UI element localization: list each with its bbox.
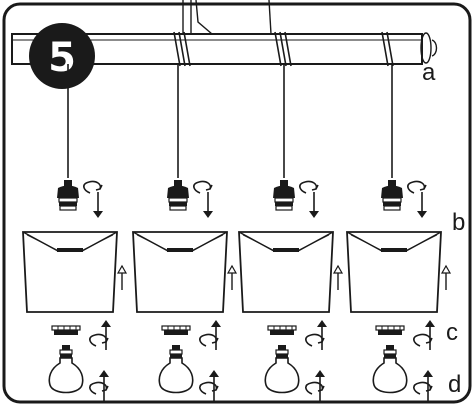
pendant-column xyxy=(238,64,344,402)
pendant-column xyxy=(346,64,452,402)
up-arrow-icon xyxy=(209,370,219,402)
up-arrow-icon xyxy=(116,264,128,290)
ring-icon xyxy=(267,325,297,336)
pendant-group xyxy=(22,64,452,402)
ring-icon xyxy=(161,325,191,336)
pendant-column xyxy=(132,64,238,402)
cable-wraps xyxy=(173,31,394,67)
up-arrow-icon xyxy=(332,264,344,290)
step-number: 5 xyxy=(48,35,76,81)
step-badge: 5 xyxy=(29,23,95,89)
pendant-column xyxy=(22,64,128,402)
suspension-wires xyxy=(182,0,272,35)
label-b: b xyxy=(452,209,465,236)
down-arrow-icon xyxy=(93,192,103,218)
lampshade-icon xyxy=(346,231,442,313)
lampshade-icon xyxy=(238,231,334,313)
up-arrow-icon xyxy=(226,264,238,290)
up-arrow-icon xyxy=(101,320,111,350)
label-c: c xyxy=(446,319,458,346)
up-arrow-icon xyxy=(317,320,327,350)
up-arrow-icon xyxy=(315,370,325,402)
up-arrow-icon xyxy=(99,370,109,402)
down-arrow-icon xyxy=(203,192,213,218)
down-arrow-icon xyxy=(309,192,319,218)
label-a: a xyxy=(422,59,436,86)
up-arrow-icon xyxy=(211,320,221,350)
lampshade-icon xyxy=(22,231,118,313)
up-arrow-icon xyxy=(423,370,433,402)
ring-icon xyxy=(51,325,81,336)
ring-icon xyxy=(375,325,405,336)
label-d: d xyxy=(448,371,461,398)
up-arrow-icon xyxy=(425,320,435,350)
end-cap-ring-icon xyxy=(420,32,438,64)
down-arrow-icon xyxy=(417,192,427,218)
lampshade-icon xyxy=(132,231,228,313)
up-arrow-icon xyxy=(440,264,452,290)
